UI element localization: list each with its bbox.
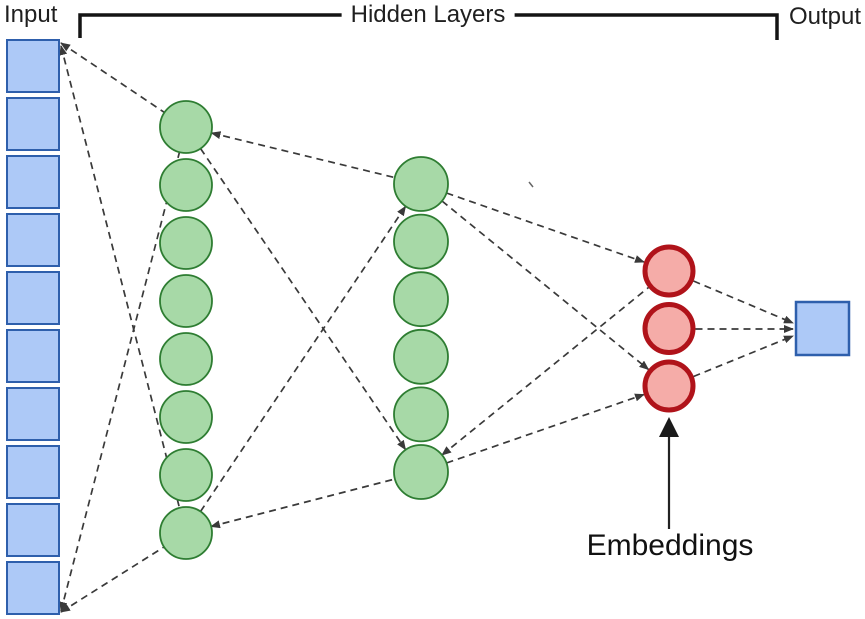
hidden2-node	[393, 386, 449, 443]
hidden2-node	[393, 213, 449, 270]
input-node	[6, 213, 60, 267]
hidden1-node	[159, 448, 213, 502]
hidden1-node	[159, 216, 213, 270]
connector-line	[210, 478, 396, 529]
connector-line	[441, 200, 650, 371]
hidden2-node	[393, 156, 449, 212]
connector-line	[693, 280, 794, 324]
hidden2-node	[393, 328, 449, 385]
input-node	[6, 271, 60, 325]
embeddings-node	[642, 359, 696, 413]
connector-line	[60, 546, 165, 613]
embeddings-node	[642, 302, 696, 355]
connector-line	[210, 131, 395, 179]
connector-line	[199, 148, 407, 451]
hidden1-node	[159, 506, 213, 560]
hidden-layers-label: Hidden Layers	[341, 1, 515, 29]
connector-line	[446, 393, 645, 464]
connector-line	[441, 286, 650, 456]
hidden1-node	[159, 158, 213, 212]
input-label: Input	[4, 1, 58, 28]
hidden1-node	[159, 332, 213, 386]
hidden2-node	[393, 271, 449, 328]
embeddings-label: Embeddings	[586, 529, 754, 562]
output-node	[794, 300, 851, 357]
connector-line	[59, 45, 181, 509]
hidden1-node	[159, 100, 213, 154]
input-node	[6, 503, 60, 557]
connector-line	[446, 192, 645, 263]
input-node	[6, 445, 60, 499]
input-node	[6, 387, 60, 441]
connector-line	[60, 42, 165, 114]
connector-line	[693, 335, 794, 378]
input-node	[6, 561, 60, 615]
input-node	[6, 97, 60, 151]
output-label: Output	[789, 3, 862, 30]
embeddings-arrow-head	[659, 417, 679, 437]
connector-line	[199, 205, 407, 512]
input-node	[6, 155, 60, 209]
stray-mark	[528, 181, 534, 188]
hidden1-node	[159, 274, 213, 328]
input-node	[6, 329, 60, 383]
hidden2-node	[393, 444, 449, 500]
hidden1-node	[159, 390, 213, 444]
input-node	[6, 39, 60, 93]
embeddings-node	[642, 244, 696, 298]
